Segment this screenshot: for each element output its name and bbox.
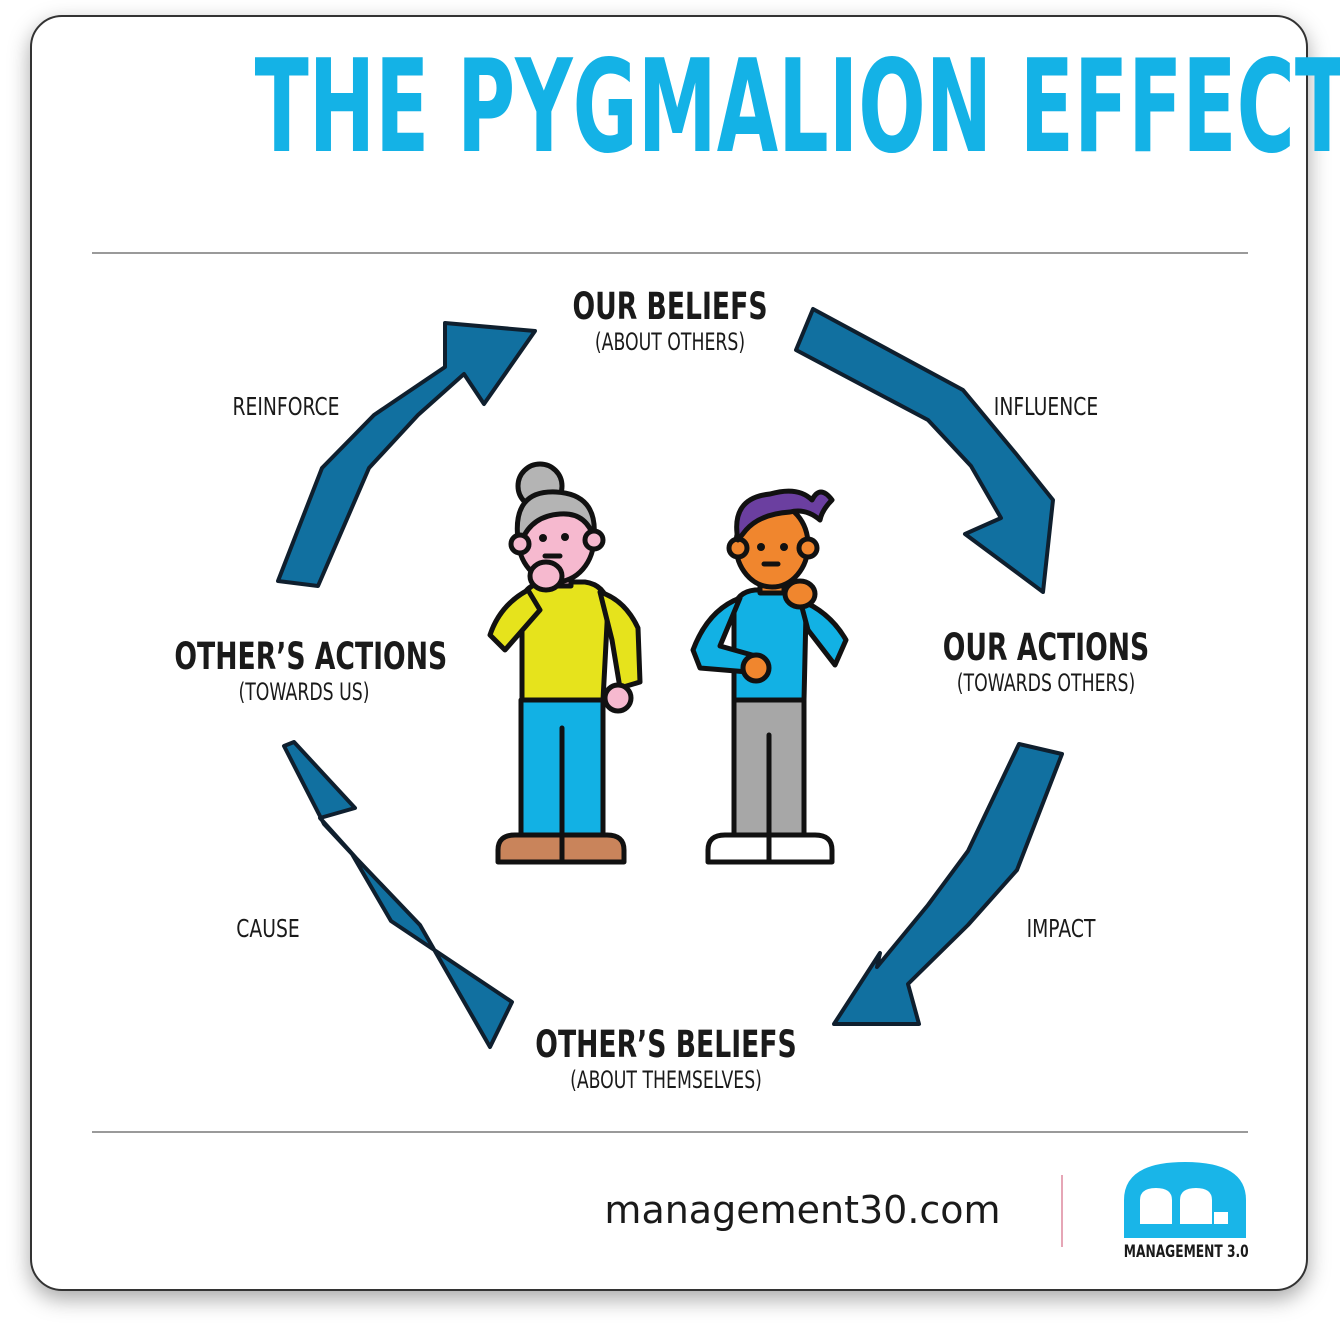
node-others-beliefs: OTHER’S BELIEFS (ABOUT THEMSELVES) xyxy=(476,1023,856,1094)
node-our-actions-title: OUR ACTIONS xyxy=(942,626,1150,669)
node-our-beliefs-subtitle: (ABOUT OTHERS) xyxy=(594,327,746,356)
edge-label-influence: INFLUENCE xyxy=(993,392,1099,421)
node-our-actions-subtitle: (TOWARDS OTHERS) xyxy=(956,668,1136,697)
arrow-impact xyxy=(832,742,1064,1026)
top-divider-rule xyxy=(92,252,1248,254)
node-others-actions-subtitle: (TOWARDS US) xyxy=(238,677,370,706)
arrow-cause xyxy=(282,740,514,1049)
arrow-reinforce xyxy=(276,321,537,588)
management30-logo-text: MANAGEMENT 3.0 xyxy=(1123,1242,1249,1262)
thinking-woman-icon xyxy=(487,461,643,865)
edge-label-cause: CAUSE xyxy=(236,914,300,943)
node-our-beliefs: OUR BELIEFS (ABOUT OTHERS) xyxy=(520,285,820,356)
node-our-actions: OUR ACTIONS (TOWARDS OTHERS) xyxy=(896,626,1196,697)
footer-divider xyxy=(1061,1175,1063,1247)
node-our-beliefs-title: OUR BELIEFS xyxy=(572,285,768,328)
edge-label-reinforce: REINFORCE xyxy=(232,392,340,421)
node-others-beliefs-title: OTHER’S BELIEFS xyxy=(535,1023,797,1066)
node-others-beliefs-subtitle: (ABOUT THEMSELVES) xyxy=(570,1065,762,1094)
thinking-man-icon xyxy=(690,488,849,865)
edge-label-impact: IMPACT xyxy=(1026,914,1096,943)
bottom-divider-rule xyxy=(92,1131,1248,1133)
footer-website-link[interactable]: management30.com xyxy=(604,1188,1001,1232)
arrow-influence xyxy=(794,307,1055,594)
node-others-actions: OTHER’S ACTIONS (TOWARDS US) xyxy=(124,635,484,706)
infographic-card xyxy=(30,15,1308,1291)
node-others-actions-title: OTHER’S ACTIONS xyxy=(174,635,448,678)
